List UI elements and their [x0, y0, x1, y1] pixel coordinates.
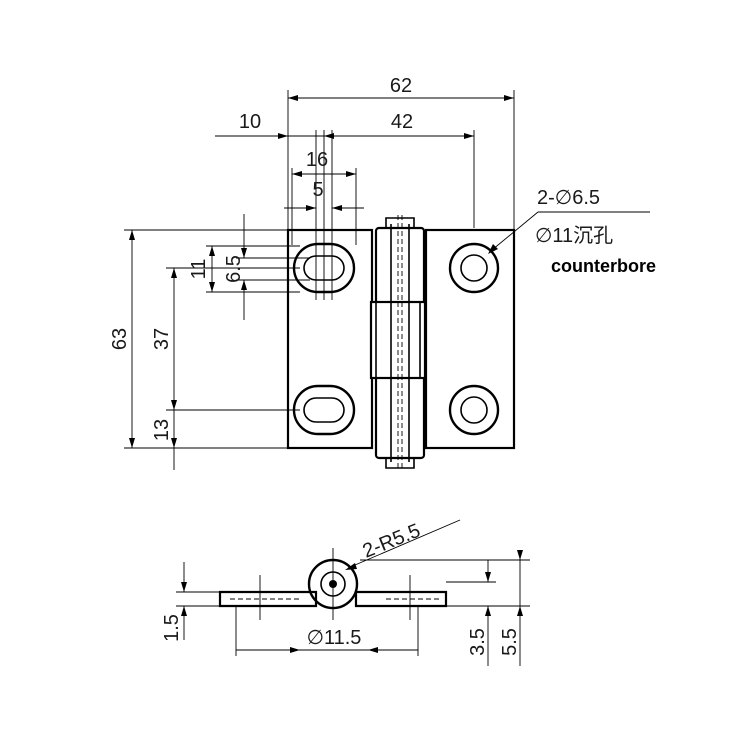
dim-slot-length: 16: [306, 149, 328, 171]
left-vertical-dimensions: 63 37 13 11 6.5: [109, 214, 310, 470]
dim-knuckle-diameter: ∅11.5: [307, 627, 362, 649]
dim-hole-vertical-spacing: 37: [151, 328, 173, 350]
dim-height-b: 5.5: [499, 628, 521, 656]
top-view: [286, 130, 516, 469]
right-leaf-side: [354, 590, 448, 608]
dim-overall-width: 62: [390, 75, 412, 97]
dim-leaf-thickness: 1.5: [161, 614, 183, 642]
right-leaf: [424, 228, 516, 450]
callout-hole-diameter: 2-∅6.5: [537, 187, 600, 209]
counterbore-hole-bottom: [448, 384, 500, 436]
dim-offset-left: 10: [239, 111, 261, 133]
top-horizontal-dimensions: 62 10 42 16 5: [215, 75, 515, 245]
dim-height-a: 3.5: [467, 628, 489, 656]
knuckle: [369, 215, 427, 469]
side-view: 2-R5.5 ∅11.5 1.5 3.5 5.5: [161, 519, 530, 666]
dim-slot-inner-height: 6.5: [223, 255, 245, 283]
counterbore-callout: 2-∅6.5 ∅11沉孔 counterbore: [488, 187, 656, 276]
callout-counterbore-label: counterbore: [551, 256, 656, 276]
left-leaf-side: [218, 590, 318, 608]
callout-counterbore-diameter: ∅11沉孔: [535, 224, 613, 247]
dim-slot-outer-height: 11: [188, 259, 210, 280]
dim-bottom-offset: 13: [151, 419, 173, 441]
dim-hole-spacing: 42: [391, 111, 413, 133]
left-leaf: [286, 228, 374, 450]
counterbore-hole-top: [448, 242, 500, 294]
dim-overall-height: 63: [109, 328, 131, 350]
dim-slot-width: 5: [312, 179, 323, 201]
dim-radius: 2-R5.5: [360, 520, 424, 563]
